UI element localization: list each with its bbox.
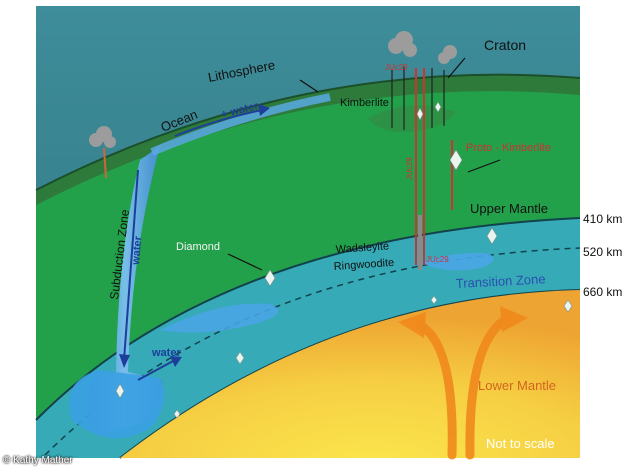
ringwoodite-label: Ringwoodite — [333, 257, 394, 273]
upper-mantle-label: Upper Mantle — [470, 201, 548, 216]
water-arrowhead-top — [258, 104, 270, 116]
convection-arrowhead-left — [398, 312, 426, 338]
volcano-plumes — [89, 31, 457, 148]
diamond-label: Diamond — [176, 241, 220, 253]
proto-kimberlite-label: Proto - Kimberlite — [466, 142, 551, 154]
craton-label: Craton — [484, 37, 526, 53]
deep-water-label: water — [151, 347, 181, 359]
water-pocket-tz — [160, 303, 279, 333]
ocean-water-strip — [150, 93, 331, 156]
520-boundary — [44, 247, 581, 456]
juc29-top-label: JUc29 — [385, 63, 408, 72]
pointer-arrows — [227, 57, 501, 271]
water-pocket-ringwoodite — [420, 253, 494, 271]
water-arrowhead-deep — [170, 356, 182, 367]
410-boundary — [35, 217, 581, 421]
convection-arrowhead-right — [500, 306, 528, 332]
depth-660-label: 660 km — [583, 285, 622, 299]
wadsleyite-label: Wadsleyite — [335, 240, 389, 256]
diamond-markers — [115, 101, 573, 419]
image-credit: © Kathy Mather — [3, 455, 73, 466]
kimberlite-pipes — [391, 66, 445, 130]
lower-mantle-label: Lower Mantle — [478, 378, 556, 393]
kimberlite-ascent — [415, 68, 453, 265]
not-to-scale-label: Not to scale — [486, 436, 555, 451]
depth-520-label: 520 km — [583, 245, 622, 259]
transition-zone-layer — [36, 218, 580, 458]
slab-pool — [69, 370, 165, 439]
depth-410-label: 410 km — [583, 212, 622, 226]
kimberlite-label: Kimberlite — [340, 97, 389, 109]
water-arrowhead-slab — [119, 354, 130, 368]
volcano-vent — [103, 147, 107, 179]
water-arrows — [123, 109, 263, 381]
lower-mantle-layer — [120, 290, 580, 458]
slab-water-label: water — [130, 235, 145, 266]
juc29-bottom-label: JUc29 — [426, 255, 449, 264]
subduction-slab — [87, 146, 163, 436]
juc29-mid-label: JUc29 — [405, 157, 414, 180]
kimberlite-root — [368, 105, 456, 132]
convection-arrows — [415, 313, 513, 460]
transition-zone-label: Transition Zone — [455, 271, 546, 291]
surface-line — [35, 73, 581, 191]
